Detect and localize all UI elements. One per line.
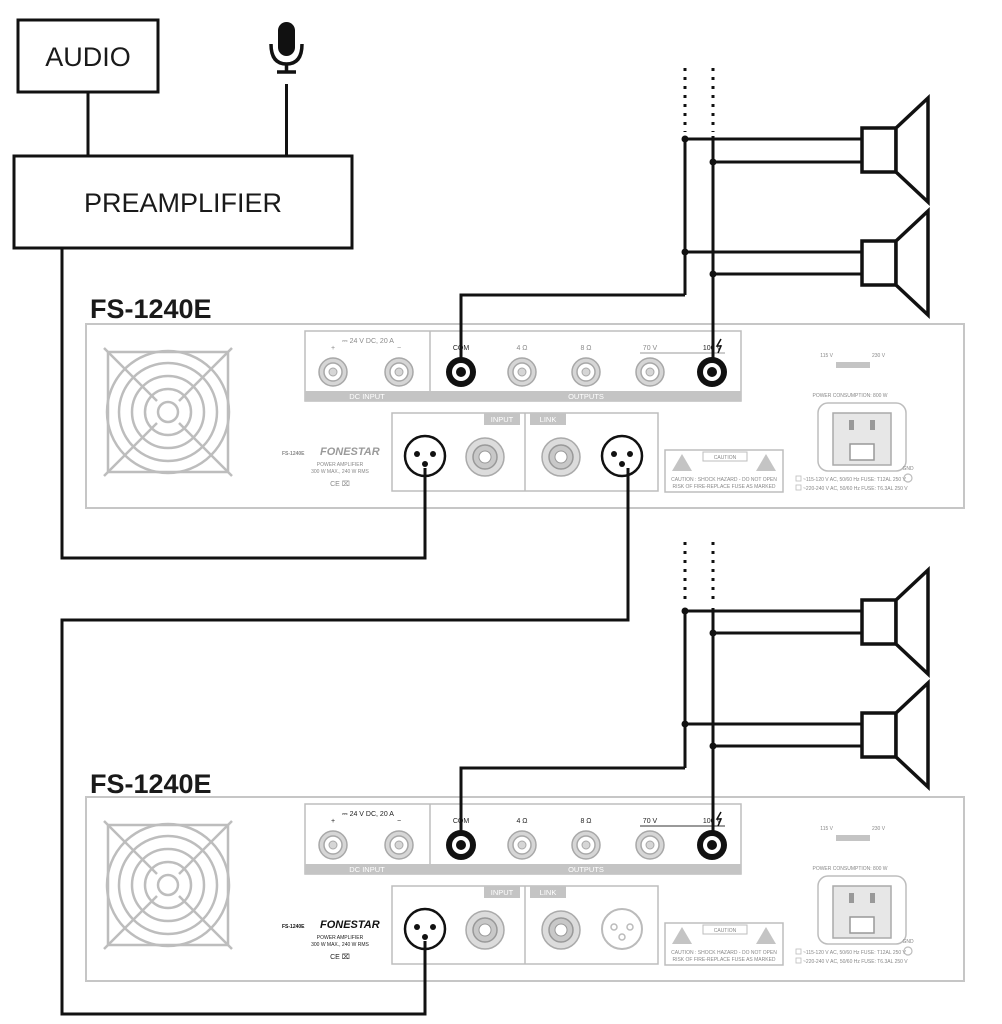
desc-line-1: POWER AMPLIFIER <box>317 462 364 468</box>
output-com-terminal[interactable] <box>446 830 476 860</box>
dc-minus-terminal[interactable] <box>384 830 414 860</box>
fuse-label-1: ~115-120 V AC, 50/60 Hz FUSE: T12AL 250 … <box>803 950 907 956</box>
gnd-terminal[interactable] <box>903 473 913 483</box>
out-4-label: 4 Ω <box>516 345 527 352</box>
amplifier-1: FS-1240E DC INPUT OUTPUTS ⎓ 24 V DC, 20 … <box>85 294 965 509</box>
outputs-label: OUTPUTS <box>568 865 604 874</box>
power-consumption-label: POWER CONSUMPTION: 800 W <box>812 393 887 399</box>
link-xlr-connector[interactable] <box>601 908 643 950</box>
caution-line-2: RISK OF FIRE-REPLACE FUSE AS MARKED <box>672 957 775 963</box>
link-xlr-connector[interactable] <box>600 434 644 478</box>
power-consumption-label: POWER CONSUMPTION: 800 W <box>812 866 887 872</box>
dc-input-label: DC INPUT <box>349 392 385 401</box>
fuse-label-2: ~220-240 V AC, 50/60 Hz FUSE: T6.3AL 250… <box>803 486 908 492</box>
amp1-link-to-amp2-input-cable <box>60 468 630 1016</box>
warning-triangle-icon <box>672 454 692 471</box>
model-small-label: FS-1240E <box>282 924 305 930</box>
desc-line-2: 300 W MAX., 240 W RMS <box>311 942 369 948</box>
caution-line-1: CAUTION : SHOCK HAZARD - DO NOT OPEN <box>671 950 777 956</box>
dc-minus-label: − <box>397 818 401 825</box>
speaker-icon <box>860 209 930 317</box>
fuse-label-1: ~115-120 V AC, 50/60 Hz FUSE: T12AL 250 … <box>803 477 907 483</box>
link-label: LINK <box>540 888 557 897</box>
caution-line-2: RISK OF FIRE-REPLACE FUSE AS MARKED <box>672 484 775 490</box>
preamplifier: PREAMPLIFIER <box>12 154 354 250</box>
v230-label: 230 V <box>872 353 886 359</box>
output-com-terminal[interactable] <box>446 357 476 387</box>
warning-triangle-icon <box>672 927 692 944</box>
audio-source: AUDIO <box>16 18 160 94</box>
amplifier-2: FS-1240E DC INPUT OUTPUTS ⎓ 24 V DC, 20 … <box>85 769 965 982</box>
out-70-label: 70 V <box>643 345 658 352</box>
v230-label: 230 V <box>872 826 886 832</box>
out-4-label: 4 Ω <box>516 818 527 825</box>
input-jack-connector[interactable] <box>465 437 505 477</box>
v115-label: 115 V <box>820 353 833 359</box>
amplifier-model-label: FS-1240E <box>90 294 212 324</box>
output-100v-terminal[interactable] <box>697 830 727 860</box>
gnd-label: GND <box>902 939 914 945</box>
dc-spec-label: ⎓ 24 V DC, 20 A <box>342 811 394 818</box>
ce-marks: CE ⌧ <box>330 953 350 961</box>
out-70-label: 70 V <box>643 818 658 825</box>
lightning-icon <box>715 811 723 827</box>
speaker-icon <box>860 96 930 204</box>
dc-plus-label: + <box>331 818 335 825</box>
ce-marks: CE ⌧ <box>330 480 350 488</box>
lightning-icon <box>715 338 723 354</box>
input-label: INPUT <box>491 415 514 424</box>
voltage-selector[interactable] <box>836 362 870 368</box>
link-jack-connector[interactable] <box>541 437 581 477</box>
dc-plus-terminal[interactable] <box>318 357 348 387</box>
dc-minus-label: − <box>397 345 401 352</box>
model-small-label: FS-1240E <box>282 451 305 457</box>
output-4ohm-terminal[interactable] <box>507 830 537 860</box>
caution-line-1: CAUTION : SHOCK HAZARD - DO NOT OPEN <box>671 477 777 483</box>
gnd-terminal[interactable] <box>903 946 913 956</box>
v115-label: 115 V <box>820 826 833 832</box>
out-8-label: 8 Ω <box>580 818 591 825</box>
warning-triangle-icon <box>756 927 776 944</box>
brand-logo: FONESTAR <box>320 919 380 931</box>
dc-plus-terminal[interactable] <box>318 830 348 860</box>
microphone-icon <box>269 22 304 74</box>
dc-minus-terminal[interactable] <box>384 357 414 387</box>
audio-label: AUDIO <box>45 42 131 72</box>
speaker-icon <box>860 681 930 789</box>
speaker-icon <box>860 568 930 676</box>
input-label: INPUT <box>491 888 514 897</box>
gnd-label: GND <box>902 466 914 472</box>
output-4ohm-terminal[interactable] <box>507 357 537 387</box>
output-70v-terminal[interactable] <box>635 830 665 860</box>
speaker-line-2 <box>459 542 862 833</box>
desc-line-2: 300 W MAX., 240 W RMS <box>311 469 369 475</box>
output-70v-terminal[interactable] <box>635 357 665 387</box>
preamplifier-label: PREAMPLIFIER <box>84 188 282 218</box>
speaker-line-1 <box>459 68 862 360</box>
fuse-label-2: ~220-240 V AC, 50/60 Hz FUSE: T6.3AL 250… <box>803 959 908 965</box>
dc-input-label: DC INPUT <box>349 865 385 874</box>
output-100v-terminal[interactable] <box>697 357 727 387</box>
input-jack-connector[interactable] <box>465 910 505 950</box>
link-jack-connector[interactable] <box>541 910 581 950</box>
brand-logo: FONESTAR <box>320 446 380 458</box>
preamp-to-amp1-input-cable <box>60 248 427 560</box>
output-8ohm-terminal[interactable] <box>571 830 601 860</box>
desc-line-1: POWER AMPLIFIER <box>317 935 364 941</box>
outputs-label: OUTPUTS <box>568 392 604 401</box>
dc-spec-label: ⎓ 24 V DC, 20 A <box>342 338 394 345</box>
dc-plus-label: + <box>331 345 335 352</box>
caution-title: CAUTION <box>714 928 737 934</box>
link-label: LINK <box>540 415 557 424</box>
output-8ohm-terminal[interactable] <box>571 357 601 387</box>
amplifier-model-label: FS-1240E <box>90 769 212 799</box>
voltage-selector[interactable] <box>836 835 870 841</box>
caution-title: CAUTION <box>714 455 737 461</box>
out-8-label: 8 Ω <box>580 345 591 352</box>
warning-triangle-icon <box>756 454 776 471</box>
